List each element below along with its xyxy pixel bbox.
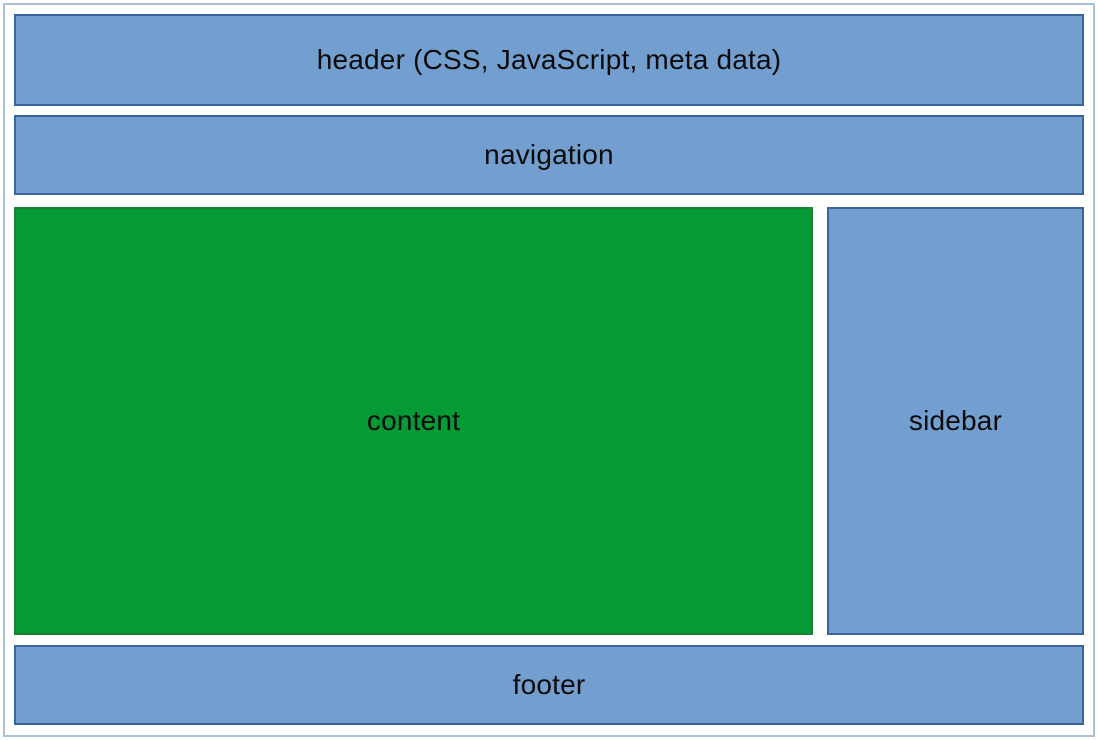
navigation-label: navigation bbox=[484, 139, 614, 170]
footer-label: footer bbox=[512, 669, 586, 700]
sidebar-label: sidebar bbox=[908, 405, 1003, 436]
content-label: content bbox=[366, 405, 461, 436]
content-block: content bbox=[14, 207, 813, 635]
header-label: header (CSS, JavaScript, meta data) bbox=[316, 44, 782, 75]
sidebar-block: sidebar bbox=[827, 207, 1084, 635]
footer-block: footer bbox=[14, 645, 1084, 725]
header-block: header (CSS, JavaScript, meta data) bbox=[14, 14, 1084, 106]
navigation-block: navigation bbox=[14, 115, 1084, 195]
